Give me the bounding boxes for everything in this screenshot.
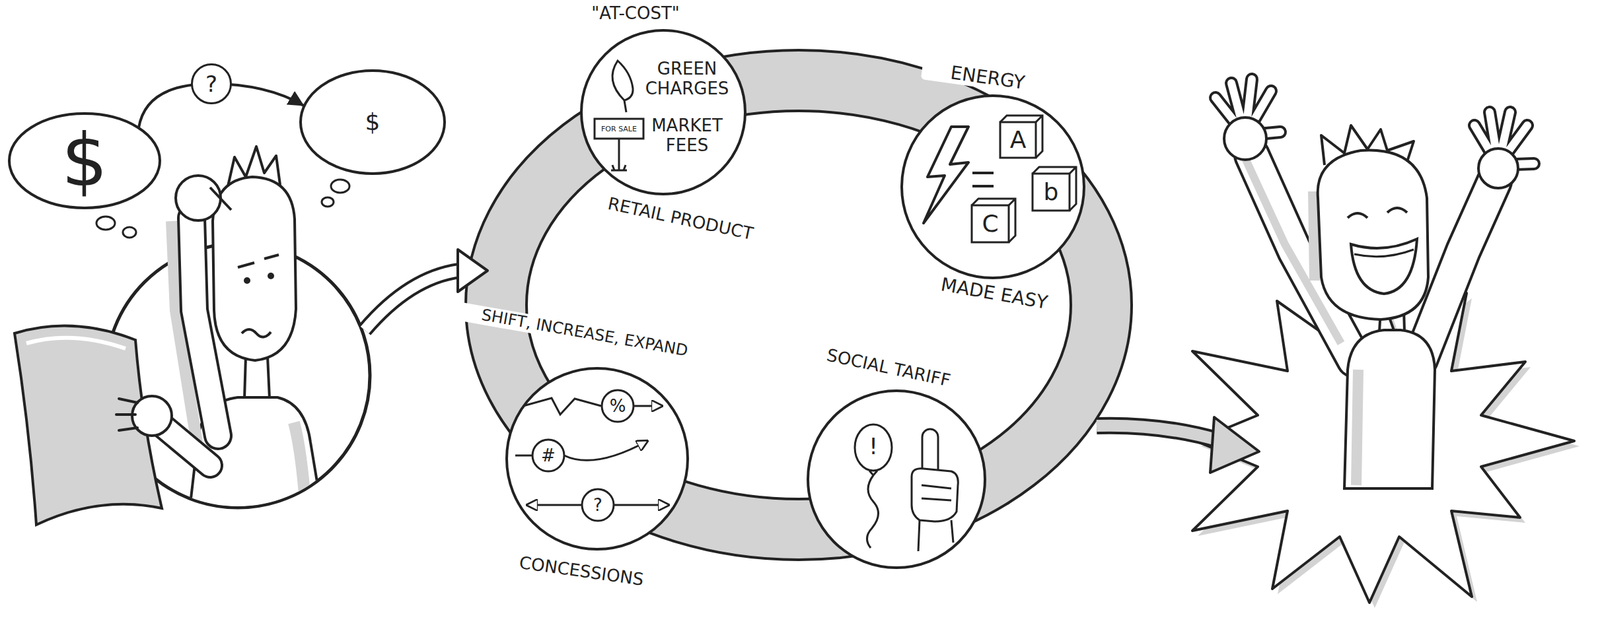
equals-sign (972, 173, 994, 187)
flow-arrow (364, 270, 460, 331)
torso (1344, 330, 1435, 489)
node-text: GREEN CHARGES (637, 59, 737, 100)
hand-lines (918, 485, 954, 552)
raised-arm (191, 218, 219, 437)
topic-circle: SOCIAL TARIFF (806, 389, 987, 570)
balloon (854, 424, 892, 472)
node-text: MARKET FEES (637, 116, 737, 156)
letter-block (1032, 173, 1070, 211)
eye (243, 277, 251, 285)
flow-arrow (1096, 426, 1221, 442)
lightning-icon (923, 126, 969, 224)
icon-label: # (534, 441, 563, 470)
node-text: ENERGY (920, 58, 1055, 98)
node-text: $ (299, 69, 446, 176)
shading (1313, 191, 1315, 281)
flow-arrow-head (1210, 417, 1260, 473)
node-shape (807, 391, 985, 569)
symbol-circle (601, 390, 634, 423)
node-outline (505, 367, 690, 551)
fist (911, 469, 958, 522)
thought-bubble: $ (7, 112, 162, 210)
shift-arrow (633, 405, 662, 408)
plain-line (515, 455, 533, 458)
circle-ground (901, 95, 1085, 279)
node-shape (581, 30, 746, 195)
block-edge (1000, 115, 1043, 158)
brows (237, 254, 279, 268)
icon-label: FOR SALE (595, 120, 643, 138)
sign-post (611, 138, 627, 171)
circle-ground (807, 391, 985, 569)
icon-label: ! (860, 430, 887, 464)
closed-eyes (1347, 208, 1408, 219)
thought-dot (321, 197, 334, 207)
node-text: SOCIAL TARIFF (802, 340, 976, 396)
thought-bubble: $ (299, 69, 446, 176)
flow-arrow (1096, 426, 1221, 442)
for-sale-sign (594, 118, 644, 139)
fingers (116, 399, 138, 431)
icon-label: A (1001, 123, 1035, 157)
node-shape (901, 95, 1085, 279)
circle-ground (581, 30, 746, 195)
raised-arm (191, 218, 219, 437)
icon-label: ? (583, 491, 612, 520)
node-text: CONCESSIONS (501, 550, 662, 593)
letter-block (1000, 122, 1036, 158)
circle-ground (506, 368, 688, 550)
thought-dot (122, 227, 137, 238)
mouth (241, 329, 271, 338)
hair (1321, 125, 1414, 166)
fist (175, 175, 221, 221)
node-outline (580, 29, 747, 196)
icon-label: b (1033, 175, 1069, 210)
node-text: RETAIL PRODUCT (581, 188, 780, 250)
finger (210, 187, 232, 211)
shading (1356, 369, 1359, 486)
node-text: "AT-COST" (569, 3, 702, 24)
smile (1350, 239, 1418, 294)
neck (244, 356, 270, 400)
icon-label: % (603, 392, 632, 421)
node-text: SHIFT, INCREASE, EXPAND (446, 300, 723, 367)
eye (267, 272, 275, 280)
edge-label: ? (190, 63, 232, 105)
ring-outline (465, 50, 1132, 561)
paper-fold (26, 338, 126, 349)
block-edge (1032, 167, 1077, 211)
flow-arrow-head (457, 249, 488, 292)
topic-circle: SHIFT, INCREASE, EXPANDCONCESSIONS (505, 367, 690, 551)
balloon-string (866, 471, 878, 549)
increase-arrow (564, 441, 648, 461)
palm (1224, 117, 1267, 160)
node-shape (506, 368, 688, 550)
thought-dot (330, 179, 350, 193)
teeth-line (1354, 249, 1414, 257)
topic-circle: "AT-COST"GREEN CHARGESMARKET FEESRETAIL … (580, 29, 747, 196)
shading (293, 422, 307, 522)
zigzag-line (523, 398, 602, 415)
block-edge (971, 198, 1016, 243)
flow-arrow (364, 270, 460, 331)
node-outline (806, 389, 987, 570)
hair (227, 146, 281, 187)
node-text: $ (7, 112, 162, 210)
icon-label: C (973, 206, 1008, 242)
symbol-circle (581, 489, 614, 522)
head (1317, 150, 1429, 320)
palm (1478, 148, 1519, 189)
letter-block (971, 205, 1009, 243)
leaf-icon (612, 60, 633, 113)
symbol-circle (532, 439, 565, 472)
thought-dot (96, 216, 115, 230)
